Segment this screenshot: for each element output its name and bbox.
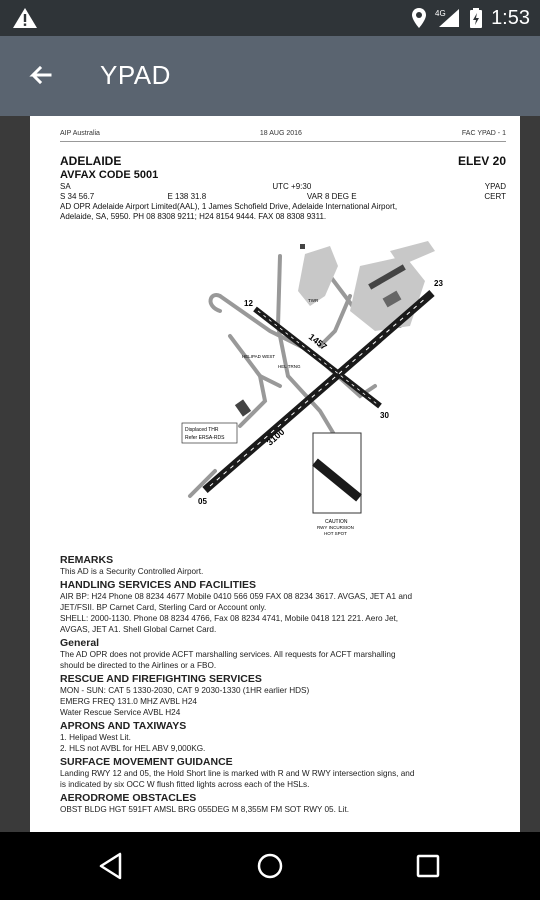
battery-icon (470, 8, 483, 28)
twr-label: TWR (308, 298, 319, 303)
signal-4g-icon: 4G (435, 9, 460, 27)
section-line: should be directed to the Airlines or a … (60, 661, 217, 670)
rwy-threshold-23: 23 (434, 279, 443, 288)
app-bar: YPAD (0, 36, 540, 116)
refer-label: Refer ERSA-RDS (185, 435, 225, 441)
section-line: OBST BLDG HGT 591FT AMSL BRG 055DEG M 8,… (60, 805, 350, 814)
section-title: General (60, 637, 100, 649)
header-right: FAC YPAD - 1 (461, 130, 506, 137)
recents-nav-icon[interactable] (412, 850, 444, 882)
displaced-threshold-label: Displaced THR (185, 427, 219, 433)
document-viewer[interactable]: AIP Australia 18 AUG 2016 FAC YPAD - 1 A… (0, 116, 540, 832)
longitude: E 138 31.8 (167, 192, 207, 201)
aerodrome-diagram: 1457 3100 23 05 12 30 HELIPAD WEST HEL T… (181, 241, 443, 536)
page-header: AIP Australia 18 AUG 2016 FAC YPAD - 1 (60, 130, 506, 137)
section-title: SURFACE MOVEMENT GUIDANCE (60, 756, 233, 768)
hel-trng-label: HEL TRNG (278, 364, 301, 369)
section-line: AVGAS, JET A1. Shell Global Carnet Card. (60, 625, 217, 634)
section-line: MON - SUN: CAT 5 1330-2030, CAT 9 2030-1… (60, 686, 310, 695)
svg-text:4G: 4G (435, 9, 446, 18)
header-left: AIP Australia (60, 130, 100, 137)
state: SA (60, 182, 71, 191)
section-title: APRONS AND TAXIWAYS (60, 720, 187, 732)
utc: UTC +9:30 (272, 182, 312, 191)
rwy-threshold-05: 05 (198, 497, 207, 506)
section-line: EMERG FREQ 131.0 MHZ AVBL H24 (60, 697, 197, 706)
avfax-code: AVFAX CODE 5001 (60, 169, 159, 181)
status-icons: 4G 1:53 (411, 0, 530, 36)
section-title: REMARKS (60, 554, 114, 566)
home-nav-icon[interactable] (254, 850, 286, 882)
icao: YPAD (484, 182, 506, 191)
header-date: 18 AUG 2016 (259, 130, 302, 137)
operator-line: AD OPR Adelaide Airport Limited(AAL), 1 … (60, 202, 398, 211)
document-page: AIP Australia 18 AUG 2016 FAC YPAD - 1 A… (30, 116, 520, 832)
section-line: The AD OPR does not provide ACFT marshal… (60, 650, 396, 659)
section-title: AERODROME OBSTACLES (60, 792, 197, 804)
variation: VAR 8 DEG E (306, 192, 357, 201)
latitude: S 34 56.7 (60, 192, 95, 201)
rwy-threshold-12: 12 (244, 299, 253, 308)
warning-icon (13, 8, 37, 28)
section-line: JET/FSII. BP Carnet Card, Sterling Card … (60, 603, 267, 612)
section-line: 1. Helipad West Lit. (60, 733, 131, 742)
clock: 1:53 (491, 6, 530, 29)
caution-label: CAUTION (325, 519, 348, 525)
hot-spot-label: HOT SPOT (324, 531, 347, 536)
section-line: This AD is a Security Controlled Airport… (60, 567, 204, 576)
status-bar: 4G 1:53 (0, 0, 540, 36)
section-line: SHELL: 2000-1130. Phone 08 8234 4766, Fa… (60, 614, 399, 623)
incursion-label: RWY INCURSION (317, 525, 354, 530)
back-arrow-icon[interactable] (24, 60, 56, 92)
helipad-label: HELIPAD WEST (242, 354, 275, 359)
back-nav-icon[interactable] (96, 850, 128, 882)
section-line: AIR BP: H24 Phone 08 8234 4677 Mobile 04… (60, 592, 413, 601)
navigation-bar (0, 832, 540, 900)
section-line: 2. HLS not AVBL for HEL ABV 9,000KG. (60, 744, 206, 753)
rwy-length-0523: 3100 (265, 427, 287, 448)
page-title: YPAD (100, 60, 171, 90)
cert: CERT (484, 192, 506, 201)
section-title: HANDLING SERVICES AND FACILITIES (60, 579, 257, 591)
elevation: ELEV 20 (457, 154, 506, 168)
location-icon (412, 8, 427, 28)
section-line: is indicated by six OCC W flush fitted l… (60, 780, 310, 789)
operator-line: Adelaide, SA, 5950. PH 08 8308 9211; H24… (60, 212, 327, 221)
section-line: Landing RWY 12 and 05, the Hold Short li… (60, 769, 415, 778)
section-line: Water Rescue Service AVBL H24 (60, 708, 181, 717)
rwy-threshold-30: 30 (380, 411, 389, 420)
aerodrome-name: ADELAIDE (60, 154, 122, 168)
aerodrome-info: ADELAIDE ELEV 20 AVFAX CODE 5001 SA UTC … (60, 154, 506, 222)
section-title: RESCUE AND FIREFIGHTING SERVICES (60, 673, 262, 685)
